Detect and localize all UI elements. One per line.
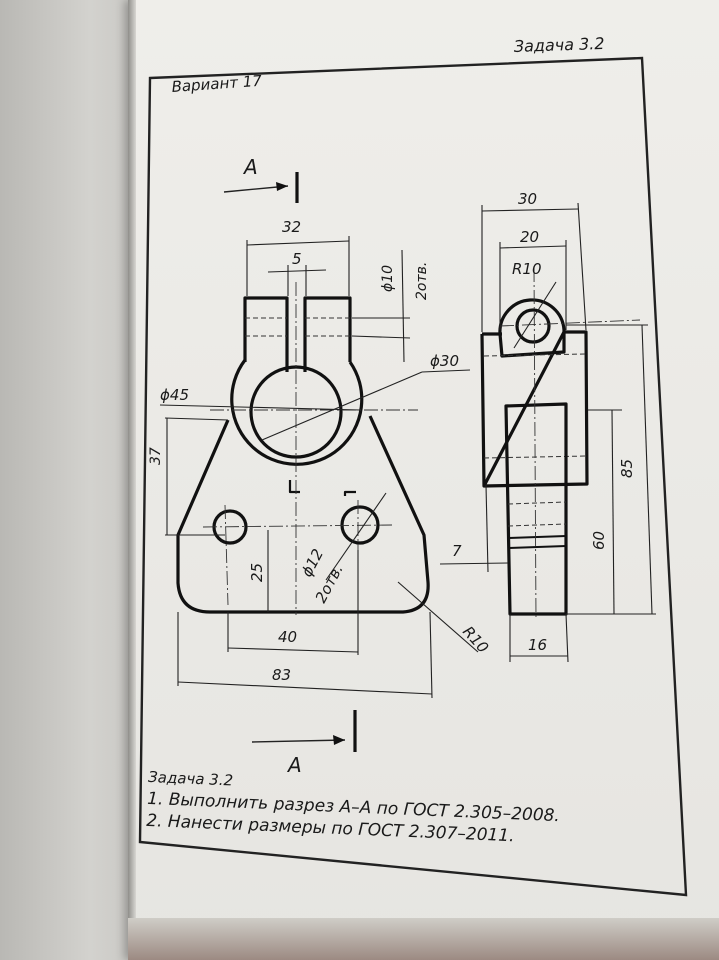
dim-25: 25: [248, 563, 266, 582]
front-dimensions: 32 5 ϕ10 2отв. ϕ30 ϕ45 37 25 ϕ12 2отв.: [148, 218, 492, 699]
dim-32: 32: [282, 218, 301, 236]
worksheet-page: [128, 0, 719, 960]
instructions-title: Задача 3.2: [148, 768, 234, 790]
side-hub-block: [480, 330, 589, 488]
dim-40: 40: [278, 628, 297, 646]
front-view: [176, 282, 430, 615]
dim-phi45: ϕ45: [160, 386, 189, 404]
task-instructions: Задача 3.2 1. Выполнить разрез А–А по ГО…: [146, 768, 560, 846]
left-lug: [243, 296, 289, 372]
dim-37: 37: [148, 447, 164, 465]
task-label: Задача 3.2: [513, 34, 604, 56]
dim-7: 7: [452, 542, 462, 560]
dim-phi10: ϕ10: [380, 265, 396, 292]
dim-r10-front: R10: [459, 623, 492, 657]
right-mount-hole: [340, 505, 380, 545]
side-lug-eye: [498, 298, 566, 358]
variant-label: Вариант 17: [171, 72, 263, 96]
drawing-frame: [138, 56, 688, 897]
adjacent-page: [0, 0, 150, 960]
dim-phi30: ϕ30: [430, 352, 459, 370]
section-mark-top: A: [242, 155, 258, 179]
page-edge: [128, 0, 136, 960]
base-plate-outline: [176, 415, 430, 614]
hub-outer-arc: [230, 359, 364, 466]
right-lug: [303, 296, 352, 372]
table-surface: [128, 918, 719, 960]
side-dimensions: 30 20 R10 85 60 7 16: [439, 190, 656, 663]
dim-r10-side: R10: [512, 260, 542, 278]
dim-83: 83: [272, 666, 291, 684]
side-view: [480, 267, 641, 621]
dim-60: 60: [590, 531, 608, 550]
section-marks: A A: [223, 155, 357, 777]
section-mark-bottom: A: [286, 753, 302, 777]
dim-30: 30: [518, 190, 537, 208]
dim-5: 5: [292, 250, 302, 268]
dim-2otv-top: 2отв.: [414, 262, 430, 300]
dim-85: 85: [618, 459, 636, 478]
dim-20: 20: [520, 228, 539, 246]
dim-16: 16: [528, 636, 547, 654]
